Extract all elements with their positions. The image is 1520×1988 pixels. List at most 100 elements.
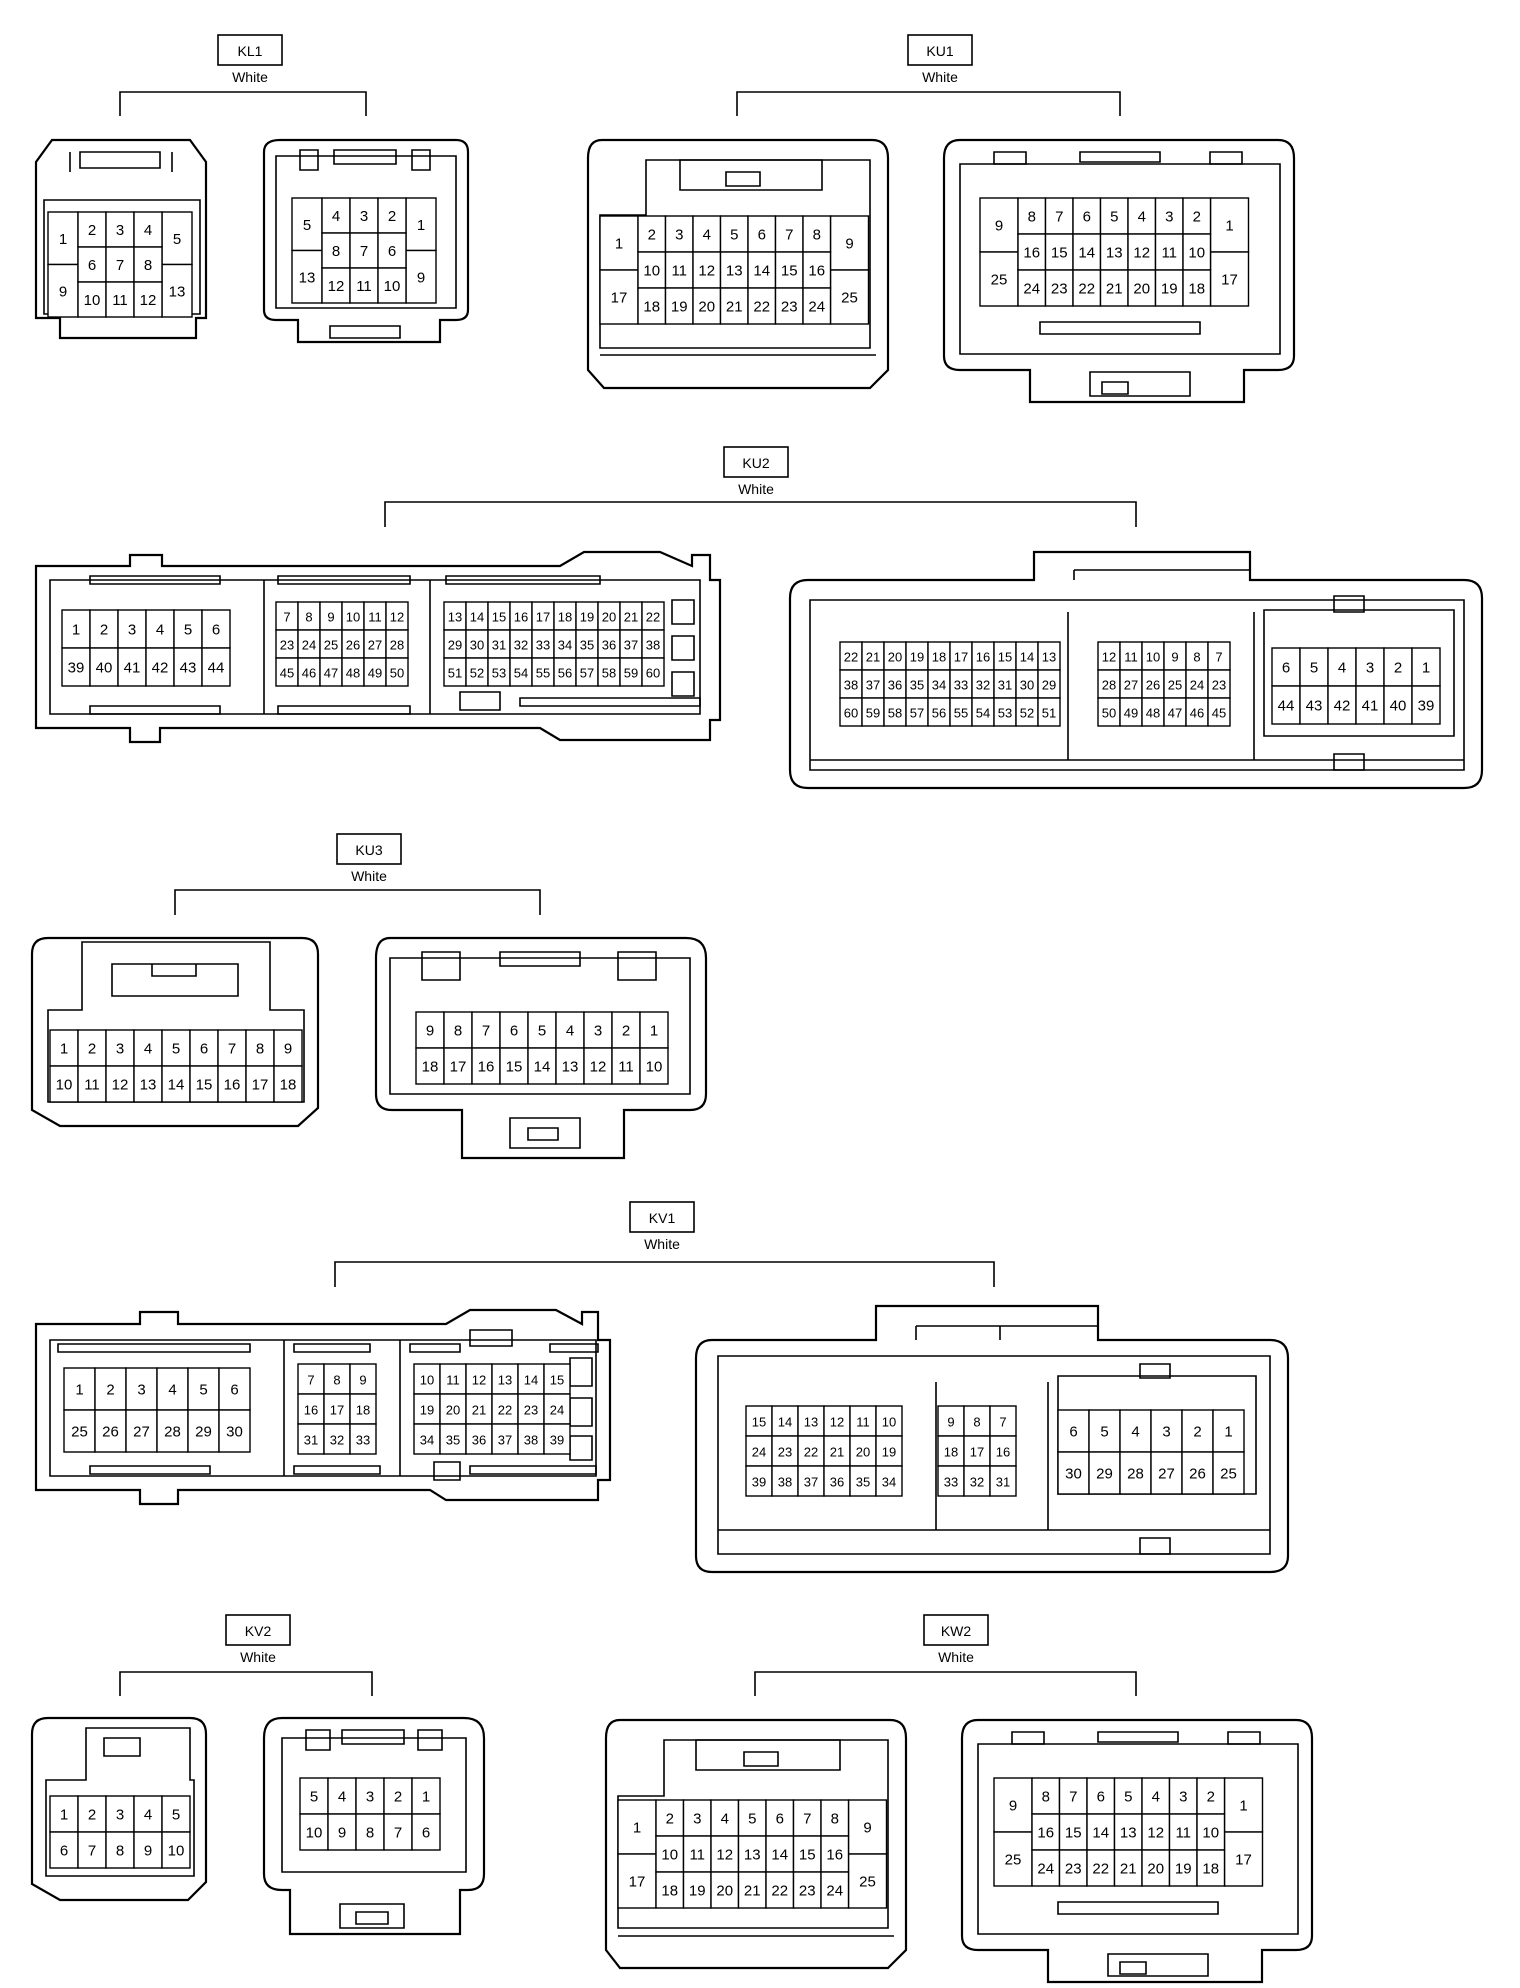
pin-number: 3 bbox=[137, 1382, 145, 1399]
pin-number: 25 bbox=[841, 290, 858, 307]
pin-cell bbox=[217, 1065, 247, 1103]
pin-number: 55 bbox=[536, 666, 550, 681]
pin-cell bbox=[639, 1011, 669, 1049]
pin-number: 17 bbox=[536, 610, 550, 625]
pin-cell bbox=[443, 1047, 473, 1085]
pin-number: 50 bbox=[390, 666, 404, 681]
pin-number: 34 bbox=[882, 1475, 896, 1490]
connector-code: KW2 bbox=[941, 1623, 972, 1639]
pin-cell bbox=[710, 1871, 740, 1909]
pin-number: 9 bbox=[59, 283, 67, 300]
pin-number: 6 bbox=[1083, 209, 1091, 226]
pin-cell bbox=[847, 1799, 888, 1855]
pin-cell bbox=[405, 249, 437, 304]
pin-cell bbox=[1031, 1777, 1061, 1815]
pin-number: 21 bbox=[624, 610, 638, 625]
pin-number: 6 bbox=[388, 243, 396, 260]
pin-number: 8 bbox=[366, 1825, 374, 1842]
pin-number: 4 bbox=[332, 208, 340, 225]
pin-cell bbox=[1271, 685, 1301, 725]
pin-number: 1 bbox=[75, 1382, 83, 1399]
pin-cell bbox=[133, 1795, 163, 1833]
pin-cell bbox=[1119, 1451, 1152, 1495]
pin-cell bbox=[133, 246, 163, 283]
pin-number: 9 bbox=[338, 1825, 346, 1842]
pin-number: 38 bbox=[844, 678, 858, 693]
pin-cell bbox=[1044, 233, 1074, 271]
pin-number: 8 bbox=[1193, 650, 1200, 665]
pin-number: 21 bbox=[866, 650, 880, 665]
pin-cell bbox=[583, 1011, 613, 1049]
connector-color: White bbox=[938, 1649, 974, 1665]
pin-number: 13 bbox=[299, 269, 316, 286]
pin-number: 10 bbox=[1146, 650, 1160, 665]
pin-number: 30 bbox=[1065, 1466, 1082, 1483]
pin-number: 18 bbox=[1188, 281, 1205, 298]
pin-cell bbox=[411, 1777, 441, 1815]
pin-number: 8 bbox=[256, 1041, 264, 1058]
pin-number: 29 bbox=[1096, 1466, 1113, 1483]
pin-number: 32 bbox=[514, 638, 528, 653]
pin-number: 52 bbox=[470, 666, 484, 681]
pin-number: 57 bbox=[910, 706, 924, 721]
pin-number: 1 bbox=[422, 1789, 430, 1806]
pin-number: 35 bbox=[856, 1475, 870, 1490]
pin-number: 3 bbox=[366, 1789, 374, 1806]
pin-number: 17 bbox=[252, 1077, 269, 1094]
pin-cell bbox=[415, 1047, 445, 1085]
pin-cell bbox=[655, 1835, 685, 1873]
pin-number: 6 bbox=[1282, 660, 1290, 677]
pin-cell bbox=[1383, 685, 1413, 725]
pin-cell bbox=[297, 1423, 325, 1455]
pin-cell bbox=[299, 1813, 329, 1851]
pin-number: 18 bbox=[422, 1059, 439, 1076]
pin-cell bbox=[1181, 1409, 1214, 1453]
pin-number: 8 bbox=[1028, 209, 1036, 226]
pin-number: 17 bbox=[629, 1874, 646, 1891]
pin-number: 22 bbox=[771, 1883, 788, 1900]
pin-cell bbox=[517, 1393, 545, 1425]
pin-cell bbox=[156, 1367, 189, 1411]
pin-number: 13 bbox=[169, 283, 186, 300]
pin-number: 9 bbox=[863, 1820, 871, 1837]
pin-number: 23 bbox=[1065, 1861, 1082, 1878]
pin-number: 9 bbox=[359, 1373, 366, 1388]
pin-number: 15 bbox=[998, 650, 1012, 665]
pin-number: 57 bbox=[580, 666, 594, 681]
pin-number: 8 bbox=[116, 1843, 124, 1860]
pin-cell bbox=[413, 1393, 441, 1425]
pin-cell bbox=[617, 1853, 657, 1909]
view-bracket bbox=[119, 1671, 373, 1696]
pin-number: 38 bbox=[778, 1475, 792, 1490]
pin-number: 2 bbox=[388, 208, 396, 225]
pin-number: 8 bbox=[813, 227, 821, 244]
pin-number: 38 bbox=[524, 1433, 538, 1448]
pin-number: 13 bbox=[562, 1059, 579, 1076]
pin-number: 25 bbox=[1220, 1466, 1237, 1483]
pin-number: 7 bbox=[394, 1825, 402, 1842]
pin-number: 23 bbox=[524, 1403, 538, 1418]
pin-cell bbox=[1154, 197, 1184, 235]
pin-number: 19 bbox=[1161, 281, 1178, 298]
pin-number: 4 bbox=[144, 222, 152, 239]
pin-number: 18 bbox=[356, 1403, 370, 1418]
pin-number: 20 bbox=[856, 1445, 870, 1460]
pin-cell bbox=[517, 1423, 545, 1455]
pin-cell bbox=[979, 251, 1019, 307]
pin-number: 9 bbox=[284, 1041, 292, 1058]
pin-cell bbox=[637, 215, 667, 253]
pin-number: 5 bbox=[1110, 209, 1118, 226]
pin-cell bbox=[1058, 1849, 1088, 1887]
pin-number: 31 bbox=[304, 1433, 318, 1448]
pin-number: 23 bbox=[781, 299, 798, 316]
pin-number: 6 bbox=[60, 1843, 68, 1860]
pin-number: 3 bbox=[1165, 209, 1173, 226]
connector-view: 9251178162471523614225132141220311192101… bbox=[960, 1718, 1314, 1984]
pin-number: 4 bbox=[144, 1807, 152, 1824]
pin-number: 16 bbox=[1023, 245, 1040, 262]
pin-number: 49 bbox=[368, 666, 382, 681]
pin-number: 29 bbox=[195, 1424, 212, 1441]
pin-number: 24 bbox=[752, 1445, 766, 1460]
